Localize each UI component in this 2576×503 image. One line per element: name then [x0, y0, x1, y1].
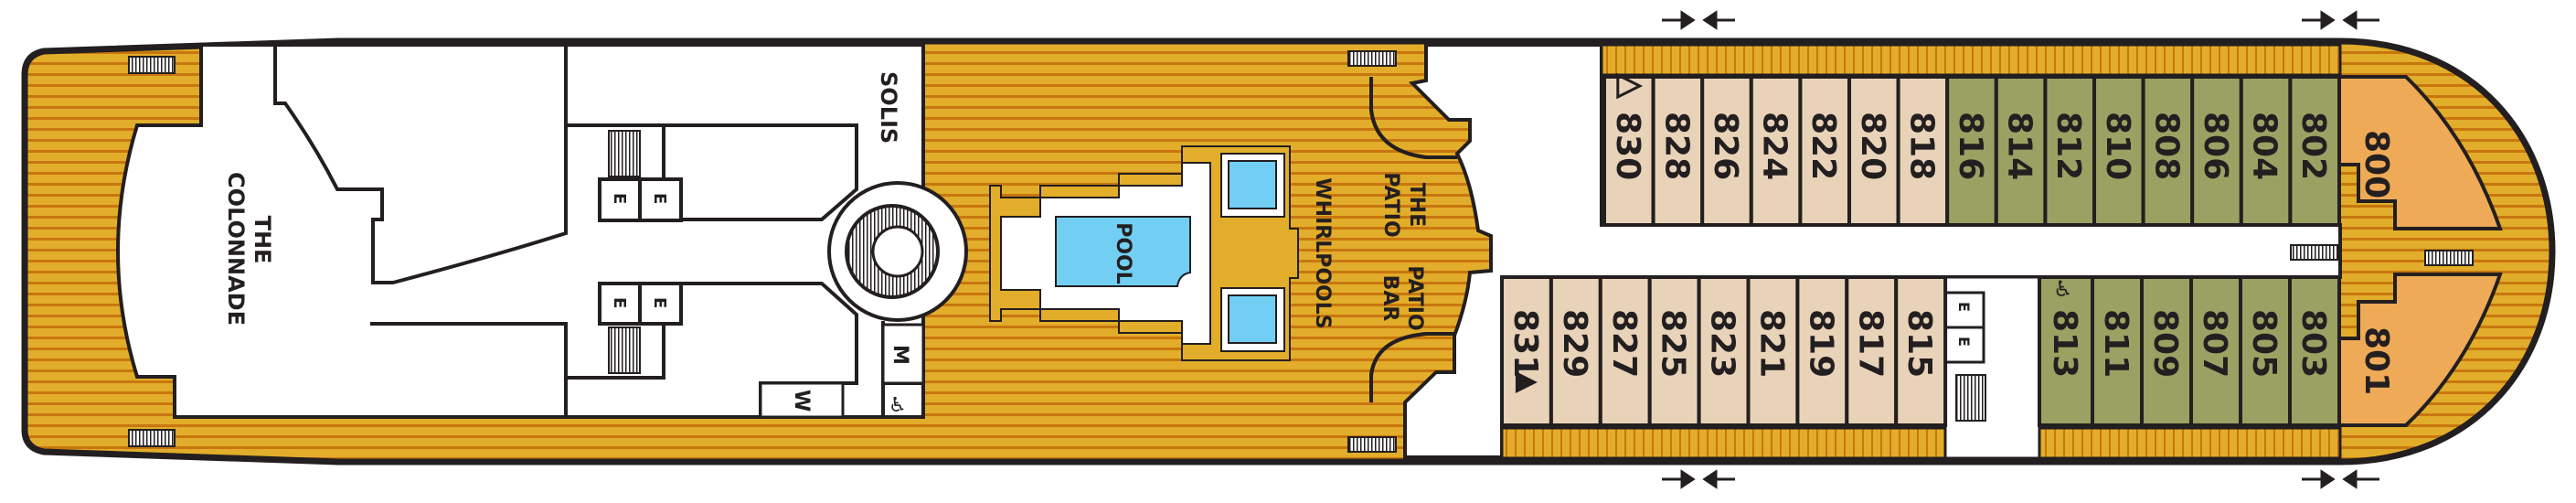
cabin-number: 820 [1854, 112, 1891, 180]
cabin-number: 831 [1506, 309, 1544, 378]
elevator-label: E [610, 297, 629, 308]
balcony-strip-bottom [1500, 426, 2342, 460]
elevator-label: E [650, 193, 669, 204]
cabin-806[interactable] [2190, 75, 2243, 227]
cabin-number: 814 [2001, 112, 2038, 180]
cabin-827[interactable] [1598, 275, 1652, 427]
men-restroom-label: M [889, 345, 911, 365]
stairs-icon [1347, 436, 1397, 453]
cabin-number: 816 [1952, 112, 1989, 180]
suite-801[interactable] [2337, 273, 2503, 427]
venue-label-solis: SOLIS [876, 71, 901, 144]
cabin-825[interactable] [1647, 275, 1701, 427]
stairs-icon [128, 56, 176, 74]
venue-label-pool: POOL [1112, 222, 1134, 284]
elevator-label: E [1955, 337, 1973, 347]
cabin-826[interactable] [1700, 75, 1753, 227]
stairs-icon [2290, 244, 2339, 261]
cabin-number: 800 [2358, 130, 2395, 198]
cabin-number: 825 [1655, 309, 1692, 378]
cabin-803[interactable] [2288, 275, 2341, 427]
stairs-icon [128, 429, 176, 447]
cabin-number: 809 [2146, 309, 2184, 378]
venue-label-whirlpools: WHIRLPOOLS [1311, 177, 1334, 328]
wheelchair-icon: ♿ [2053, 276, 2073, 302]
venue-label-patio-bar: BAR [1378, 275, 1401, 322]
venue-label-patio-bar: PATIO [1403, 265, 1426, 330]
cabin-number: 827 [1605, 309, 1643, 378]
cabin-number: 817 [1851, 309, 1889, 378]
cabin-number: 822 [1804, 112, 1842, 180]
cabin-number: 828 [1657, 112, 1695, 180]
cabin-802[interactable] [2288, 75, 2341, 227]
cabin-number: 826 [1707, 112, 1744, 180]
elevator-label: E [610, 193, 629, 204]
cabin-number: 813 [2046, 309, 2083, 378]
balcony-strip-top [1600, 43, 2342, 77]
cabin-814[interactable] [1994, 75, 2048, 227]
triangle-outline-icon [1616, 72, 1644, 100]
cabin-number: 804 [2246, 112, 2283, 180]
cabin-829[interactable] [1549, 275, 1602, 427]
forward-corridor [1403, 43, 2342, 459]
colonnade-area [116, 43, 925, 419]
cabin-number: 805 [2245, 309, 2283, 378]
venue-label-colonnade: THE [250, 216, 275, 264]
cabin-number: 811 [2097, 309, 2134, 378]
cabin-805[interactable] [2239, 275, 2292, 427]
cabin-number: 818 [1902, 112, 1940, 180]
cabin-number: 824 [1756, 112, 1794, 180]
cabin-number: 829 [1556, 309, 1593, 378]
stairs-icon [608, 130, 641, 177]
cabin-number: 812 [2049, 112, 2087, 180]
cabin-number: 819 [1802, 309, 1839, 378]
venue-label-patio: THE [1405, 183, 1428, 227]
cabin-number: 808 [2147, 112, 2185, 180]
venue-label-patio: PATIO [1379, 172, 1402, 237]
cabin-824[interactable] [1749, 75, 1803, 227]
venue-label-colonnade: COLONNADE [223, 172, 249, 326]
cabin-number: 807 [2196, 309, 2233, 378]
stairs-icon [2424, 250, 2474, 266]
cabin-807[interactable] [2189, 275, 2242, 427]
women-restroom [759, 381, 845, 419]
pool [1055, 216, 1191, 287]
cabin-817[interactable] [1845, 275, 1899, 427]
elevator-label: E [1955, 302, 1973, 312]
cabin-811[interactable] [2091, 275, 2144, 427]
cabin-group: 830 828 826 824 822 820 818 816 814 812 810 808 806 8… [1500, 72, 2341, 427]
stairs-icon [608, 326, 641, 374]
elevator-group-forward [598, 177, 683, 326]
cabin-813[interactable] [2038, 275, 2094, 427]
cabin-number: 803 [2294, 309, 2332, 378]
cabin-number: 830 [1609, 112, 1646, 180]
suite-800[interactable] [2337, 75, 2503, 230]
elevator-label: E [650, 297, 669, 308]
fire-door-arrows-icon [1662, 10, 2379, 489]
cabin-number: 802 [2294, 112, 2332, 180]
men-restroom [881, 323, 925, 385]
cabin-number: 815 [1900, 309, 1938, 378]
cabin-808[interactable] [2141, 75, 2195, 227]
women-restroom-label: W [790, 390, 813, 412]
cabin-815[interactable] [1894, 275, 1948, 427]
stairs-icon [1955, 374, 1986, 422]
triangle-filled-icon [1515, 371, 1538, 393]
cabin-number: 806 [2197, 112, 2234, 180]
cabin-819[interactable] [1795, 275, 1849, 427]
stairs-icon [1347, 50, 1397, 67]
cabin-number: 823 [1704, 309, 1741, 378]
cabin-809[interactable] [2140, 275, 2193, 427]
cabin-number: 810 [2099, 112, 2136, 180]
cabin-828[interactable] [1651, 75, 1705, 227]
cabin-number: 801 [2358, 326, 2395, 395]
wheelchair-icon: ♿ [889, 394, 907, 417]
cabin-823[interactable] [1697, 275, 1751, 427]
cabin-812[interactable] [2043, 75, 2096, 227]
cabin-number: 821 [1752, 309, 1790, 378]
cabin-822[interactable] [1798, 75, 1852, 227]
